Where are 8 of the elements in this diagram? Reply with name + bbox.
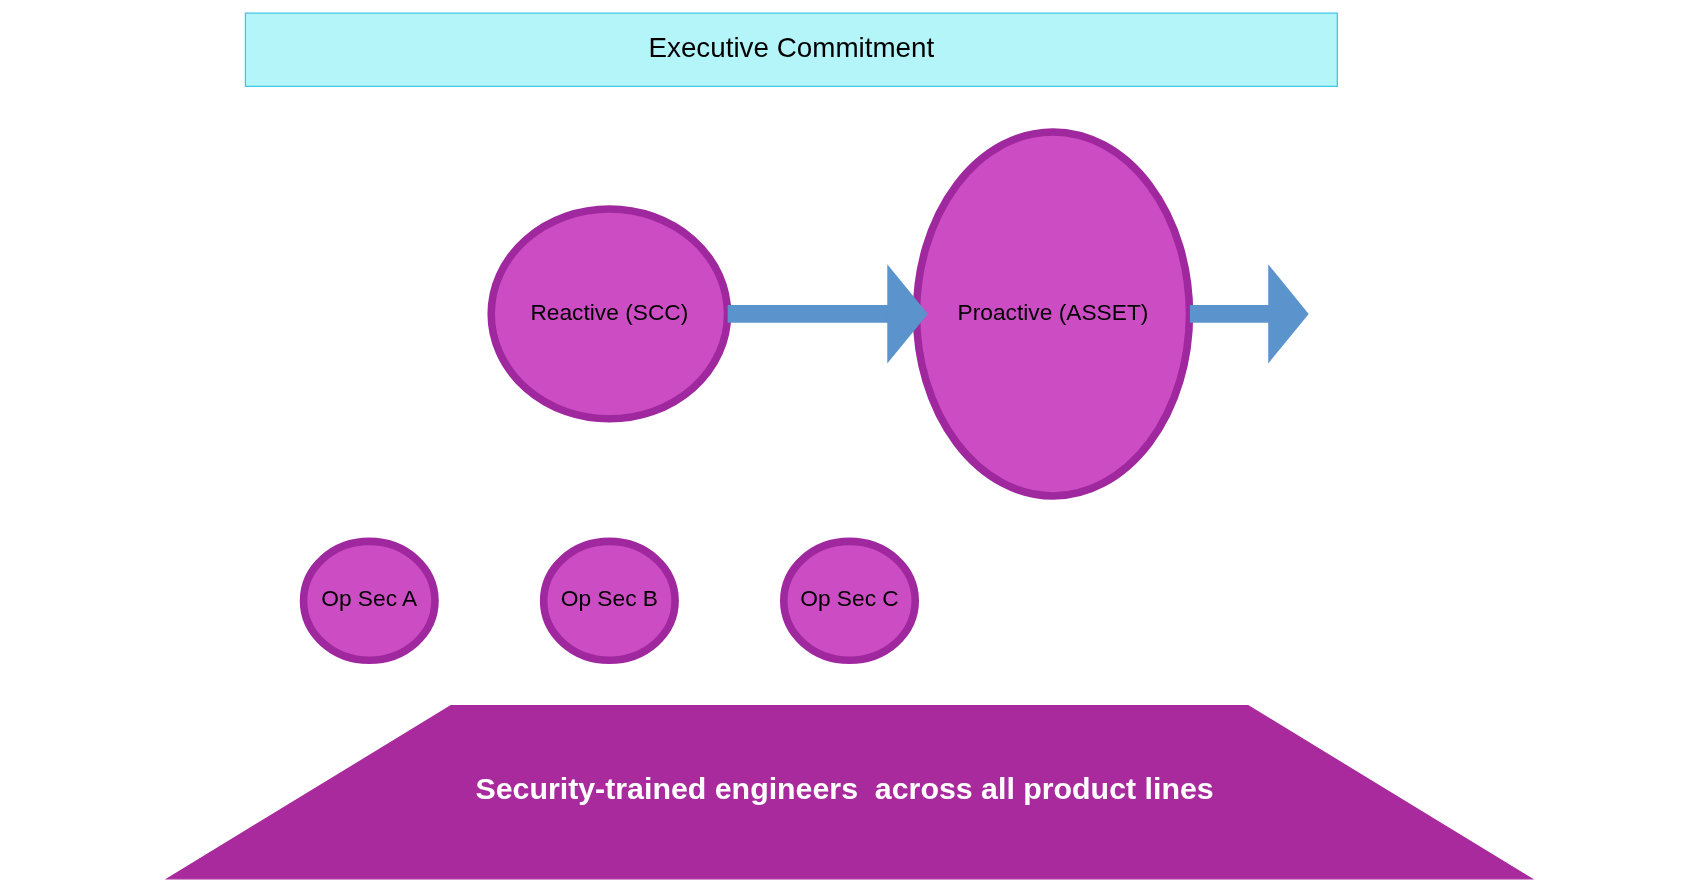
- node-circle: Op Sec B: [539, 537, 679, 664]
- node-box: Executive Commitment: [244, 12, 1338, 88]
- arrow: [727, 264, 928, 364]
- node-circle: Op Sec C: [780, 537, 919, 664]
- node-circle: Op Sec A: [299, 537, 439, 664]
- node-ellipse: Reactive (SCC): [487, 205, 732, 423]
- node-ellipse: Proactive (ASSET): [912, 128, 1194, 500]
- arrow: [1189, 264, 1309, 364]
